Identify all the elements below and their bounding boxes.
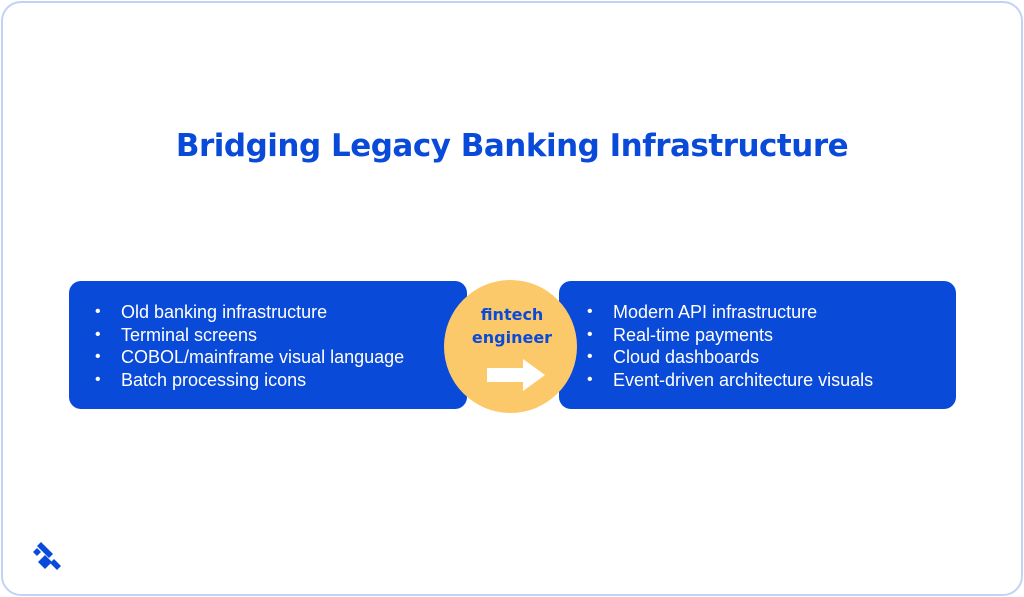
- bullet: •: [95, 325, 101, 343]
- bridge-circle: [444, 280, 577, 413]
- modern-item-label: Event-driven architecture visuals: [613, 369, 874, 390]
- modern-item-label: Cloud dashboards: [613, 347, 760, 367]
- modern-list-item: • Modern API infrastructure: [583, 301, 956, 324]
- bridge-label-line2: engineer: [471, 328, 553, 347]
- legacy-panel: • Old banking infrastructure • Terminal sc…: [69, 281, 467, 409]
- page-title: Bridging Legacy Banking Infrastructure: [175, 128, 849, 164]
- bullet: •: [95, 303, 101, 320]
- modern-panel: • Modern API infrastructure • Real-time pa…: [559, 281, 956, 409]
- bridge-label-line1: fintech: [480, 305, 544, 324]
- bullet: •: [587, 370, 593, 388]
- legacy-list-item: • Old banking infrastructure: [91, 301, 467, 324]
- modern-list-item: • Event-driven architecture visuals: [583, 369, 956, 392]
- legacy-list-item: • Terminal screens: [91, 324, 467, 347]
- modern-list-item: • Cloud dashboards: [583, 346, 956, 369]
- legacy-item-label: Terminal screens: [121, 324, 258, 345]
- modern-list: • Modern API infrastructure • Real-time pa…: [583, 301, 956, 391]
- legacy-item-label: Batch processing icons: [121, 369, 307, 390]
- legacy-list: • Old banking infrastructure • Terminal sc…: [91, 301, 467, 391]
- bullet: •: [587, 348, 593, 365]
- legacy-list-item: • Batch processing icons: [91, 369, 467, 392]
- bridge-label: fintech engineer: [444, 303, 580, 349]
- bullet: •: [587, 325, 593, 343]
- bullet: •: [95, 348, 101, 365]
- legacy-item-label: COBOL/mainframe visual language: [121, 347, 405, 367]
- bullet: •: [587, 303, 593, 320]
- bullet: •: [95, 370, 101, 388]
- legacy-item-label: Old banking infrastructure: [121, 302, 328, 322]
- modern-item-label: Real-time payments: [613, 324, 774, 345]
- modern-item-label: Modern API infrastructure: [613, 302, 818, 322]
- right-arrow-icon: [487, 359, 545, 391]
- legacy-list-item: • COBOL/mainframe visual language: [91, 346, 467, 369]
- modern-list-item: • Real-time payments: [583, 324, 956, 347]
- toptal-logo-icon: [33, 542, 61, 570]
